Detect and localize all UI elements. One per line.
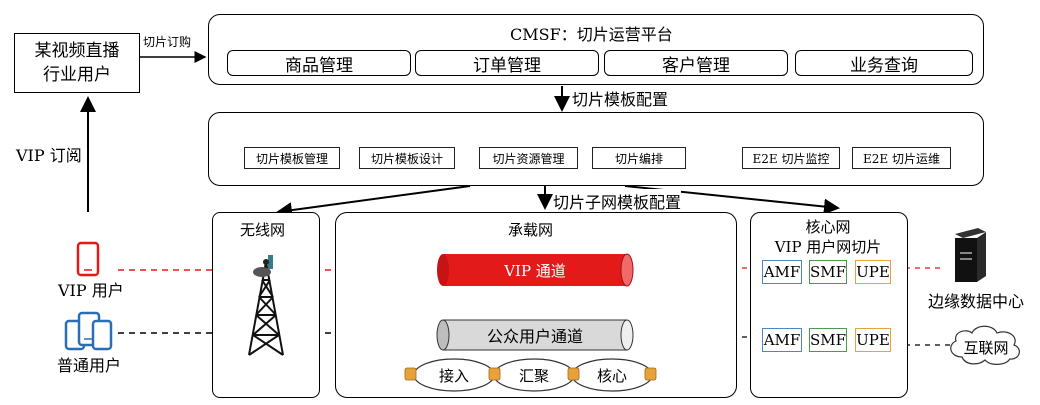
vip-upe: UPE [855, 260, 891, 284]
industry-user-line1: 某视频直播 [34, 41, 120, 61]
wireless-network-title: 无线网 [240, 221, 286, 239]
module-resource-management[interactable]: 切片资源管理 [479, 147, 578, 169]
industry-user-box: 某视频直播 行业用户 [14, 33, 140, 93]
core-network-subtitle: VIP 用户网切片 [774, 238, 882, 256]
cmsf-title: CMSF：切片运营平台 [510, 25, 673, 44]
vip-user-label: VIP 用户 [58, 281, 124, 300]
vip-amf: AMF [762, 260, 802, 284]
public-upe: UPE [855, 328, 891, 352]
order-management-button[interactable]: 订单管理 [415, 50, 599, 76]
vip-smf: SMF [809, 260, 847, 284]
public-smf: SMF [809, 328, 847, 352]
slice-template-config-label: 切片模板配置 [572, 90, 669, 109]
industry-user-line2: 行业用户 [43, 65, 111, 85]
ring-aggregation-label: 汇聚 [518, 366, 549, 385]
ring-access-label: 接入 [438, 366, 469, 385]
module-e2e-operation[interactable]: E2E 切片运维 [852, 147, 951, 169]
ring-core-label: 核心 [596, 366, 627, 385]
business-query-button[interactable]: 业务查询 [795, 50, 973, 76]
transport-network-title: 承载网 [508, 221, 554, 239]
product-management-button[interactable]: 商品管理 [227, 50, 411, 76]
subnet-template-config-label: 切片子网模板配置 [553, 189, 682, 213]
slice-order-label: 切片订购 [143, 35, 192, 49]
to-wireless-arrow [276, 185, 471, 219]
core-network-title: 核心网 [805, 218, 851, 236]
module-template-design[interactable]: 切片模板设计 [359, 147, 455, 169]
core-network-box [750, 212, 908, 398]
edge-dc-label: 边缘数据中心 [928, 292, 1025, 311]
internet-label: 互联网 [963, 338, 1009, 357]
module-orchestration[interactable]: 切片编排 [592, 147, 686, 169]
vip-subscribe-label: VIP 订阅 [16, 146, 82, 165]
normal-user-label: 普通用户 [57, 356, 122, 375]
vip-channel-label: VIP 通道 [504, 261, 566, 280]
public-amf: AMF [762, 328, 802, 352]
module-e2e-monitoring[interactable]: E2E 切片监控 [742, 147, 840, 169]
module-template-management[interactable]: 切片模板管理 [244, 147, 340, 169]
public-channel-label: 公众用户通道 [486, 327, 583, 346]
customer-management-button[interactable]: 客户管理 [604, 50, 788, 76]
